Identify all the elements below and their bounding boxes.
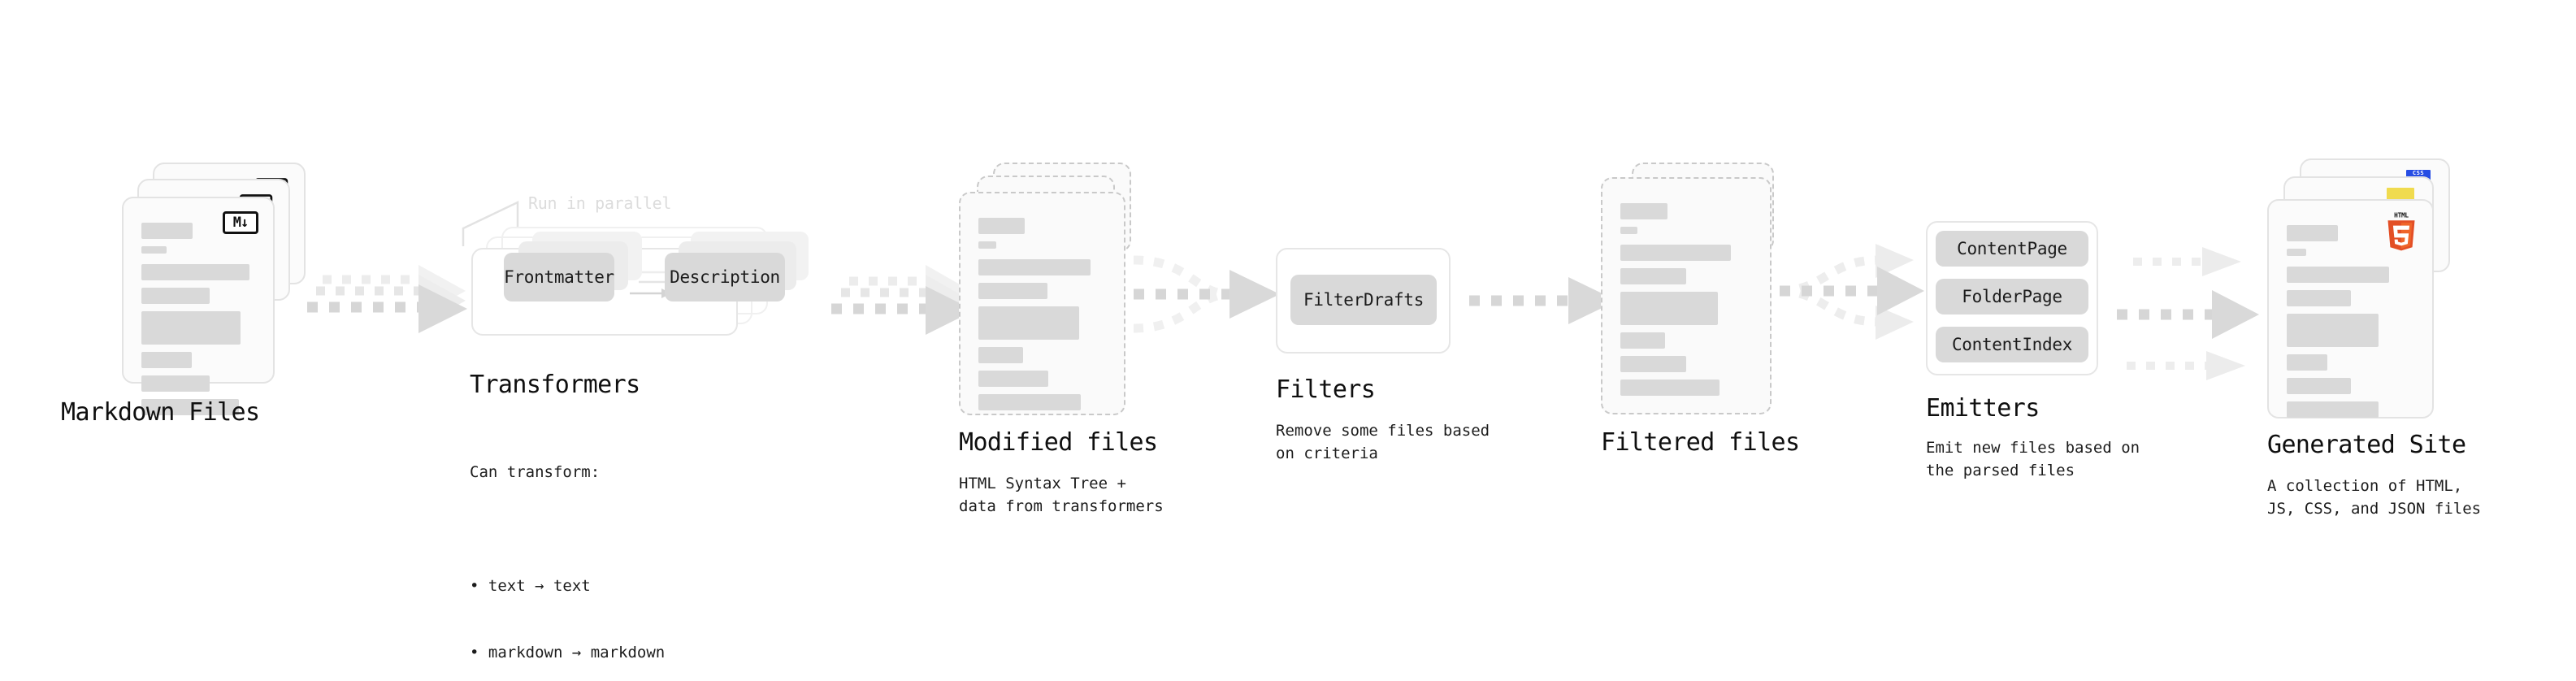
- transformers-subtitle-line: Can transform:: [470, 463, 601, 482]
- stage-subtitle-generated-site: A collection of HTML, JS, CSS, and JSON …: [2267, 477, 2482, 518]
- emitters-pill-label: ContentPage: [1957, 239, 2067, 258]
- stage-title-modified-files: Modified files: [959, 428, 1158, 457]
- document-content-lines: [141, 223, 255, 423]
- transformer-pill-label: Frontmatter: [504, 267, 614, 287]
- stage-subtitle-modified-files: HTML Syntax Tree + data from transformer…: [959, 475, 1164, 515]
- connector-markdown-to-transformers: [307, 265, 467, 333]
- stage-title-transformers: Transformers: [470, 371, 640, 399]
- connector-filtered-to-emitters: [1779, 244, 1924, 340]
- modified-card-front: [959, 192, 1125, 415]
- emitters-pill-label: FolderPage: [1962, 287, 2062, 306]
- stage-title-emitters: Emitters: [1926, 394, 2040, 423]
- transformers-bullet: • markdown → markdown: [470, 644, 666, 662]
- emitters-pill-contentindex[interactable]: ContentIndex: [1936, 327, 2088, 362]
- document-content-lines: [2287, 225, 2414, 425]
- emitters-pill-folderpage[interactable]: FolderPage: [1936, 279, 2088, 314]
- stage-title-filtered-files: Filtered files: [1601, 428, 1800, 457]
- transformer-pill-description[interactable]: Description: [665, 253, 785, 301]
- connector-transformers-to-modified: [831, 265, 974, 335]
- run-in-parallel-label: Run in parallel: [528, 193, 672, 213]
- transformer-pill-label: Description: [670, 267, 780, 287]
- html5-icon: HTML: [2387, 212, 2415, 251]
- markdown-icon: M↓: [223, 211, 258, 234]
- filters-pill-label: FilterDrafts: [1303, 290, 1425, 310]
- transformer-pill-frontmatter[interactable]: Frontmatter: [504, 253, 614, 301]
- connector-modified-to-filters: [1133, 255, 1280, 333]
- stage-title-filters: Filters: [1276, 375, 1376, 404]
- stage-title-generated-site: Generated Site: [2267, 431, 2466, 459]
- svg-text:HTML: HTML: [2394, 212, 2409, 219]
- stage-subtitle-transformers: Can transform: • text → text • markdown …: [470, 417, 665, 681]
- emitters-pill-label: ContentIndex: [1951, 335, 2073, 354]
- transformers-bullet: • text → text: [470, 576, 591, 595]
- markdown-card-front: M↓: [122, 197, 275, 415]
- connector-filters-to-filtered: [1469, 277, 1617, 324]
- document-content-lines: [1620, 203, 1752, 403]
- document-content-lines: [978, 218, 1106, 418]
- filters-pill-filterdrafts[interactable]: FilterDrafts: [1290, 275, 1437, 325]
- stage-subtitle-emitters: Emit new files based on the parsed files: [1926, 439, 2140, 479]
- stage-title-markdown-files: Markdown Files: [61, 398, 260, 427]
- connector-emitters-to-site: [2117, 247, 2259, 380]
- stage-subtitle-filters: Remove some files based on criteria: [1276, 422, 1490, 462]
- run-in-parallel-bracket: [462, 201, 519, 246]
- filtered-card-front: [1601, 177, 1772, 414]
- emitters-pill-contentpage[interactable]: ContentPage: [1936, 231, 2088, 267]
- site-card-front: HTML: [2267, 199, 2434, 419]
